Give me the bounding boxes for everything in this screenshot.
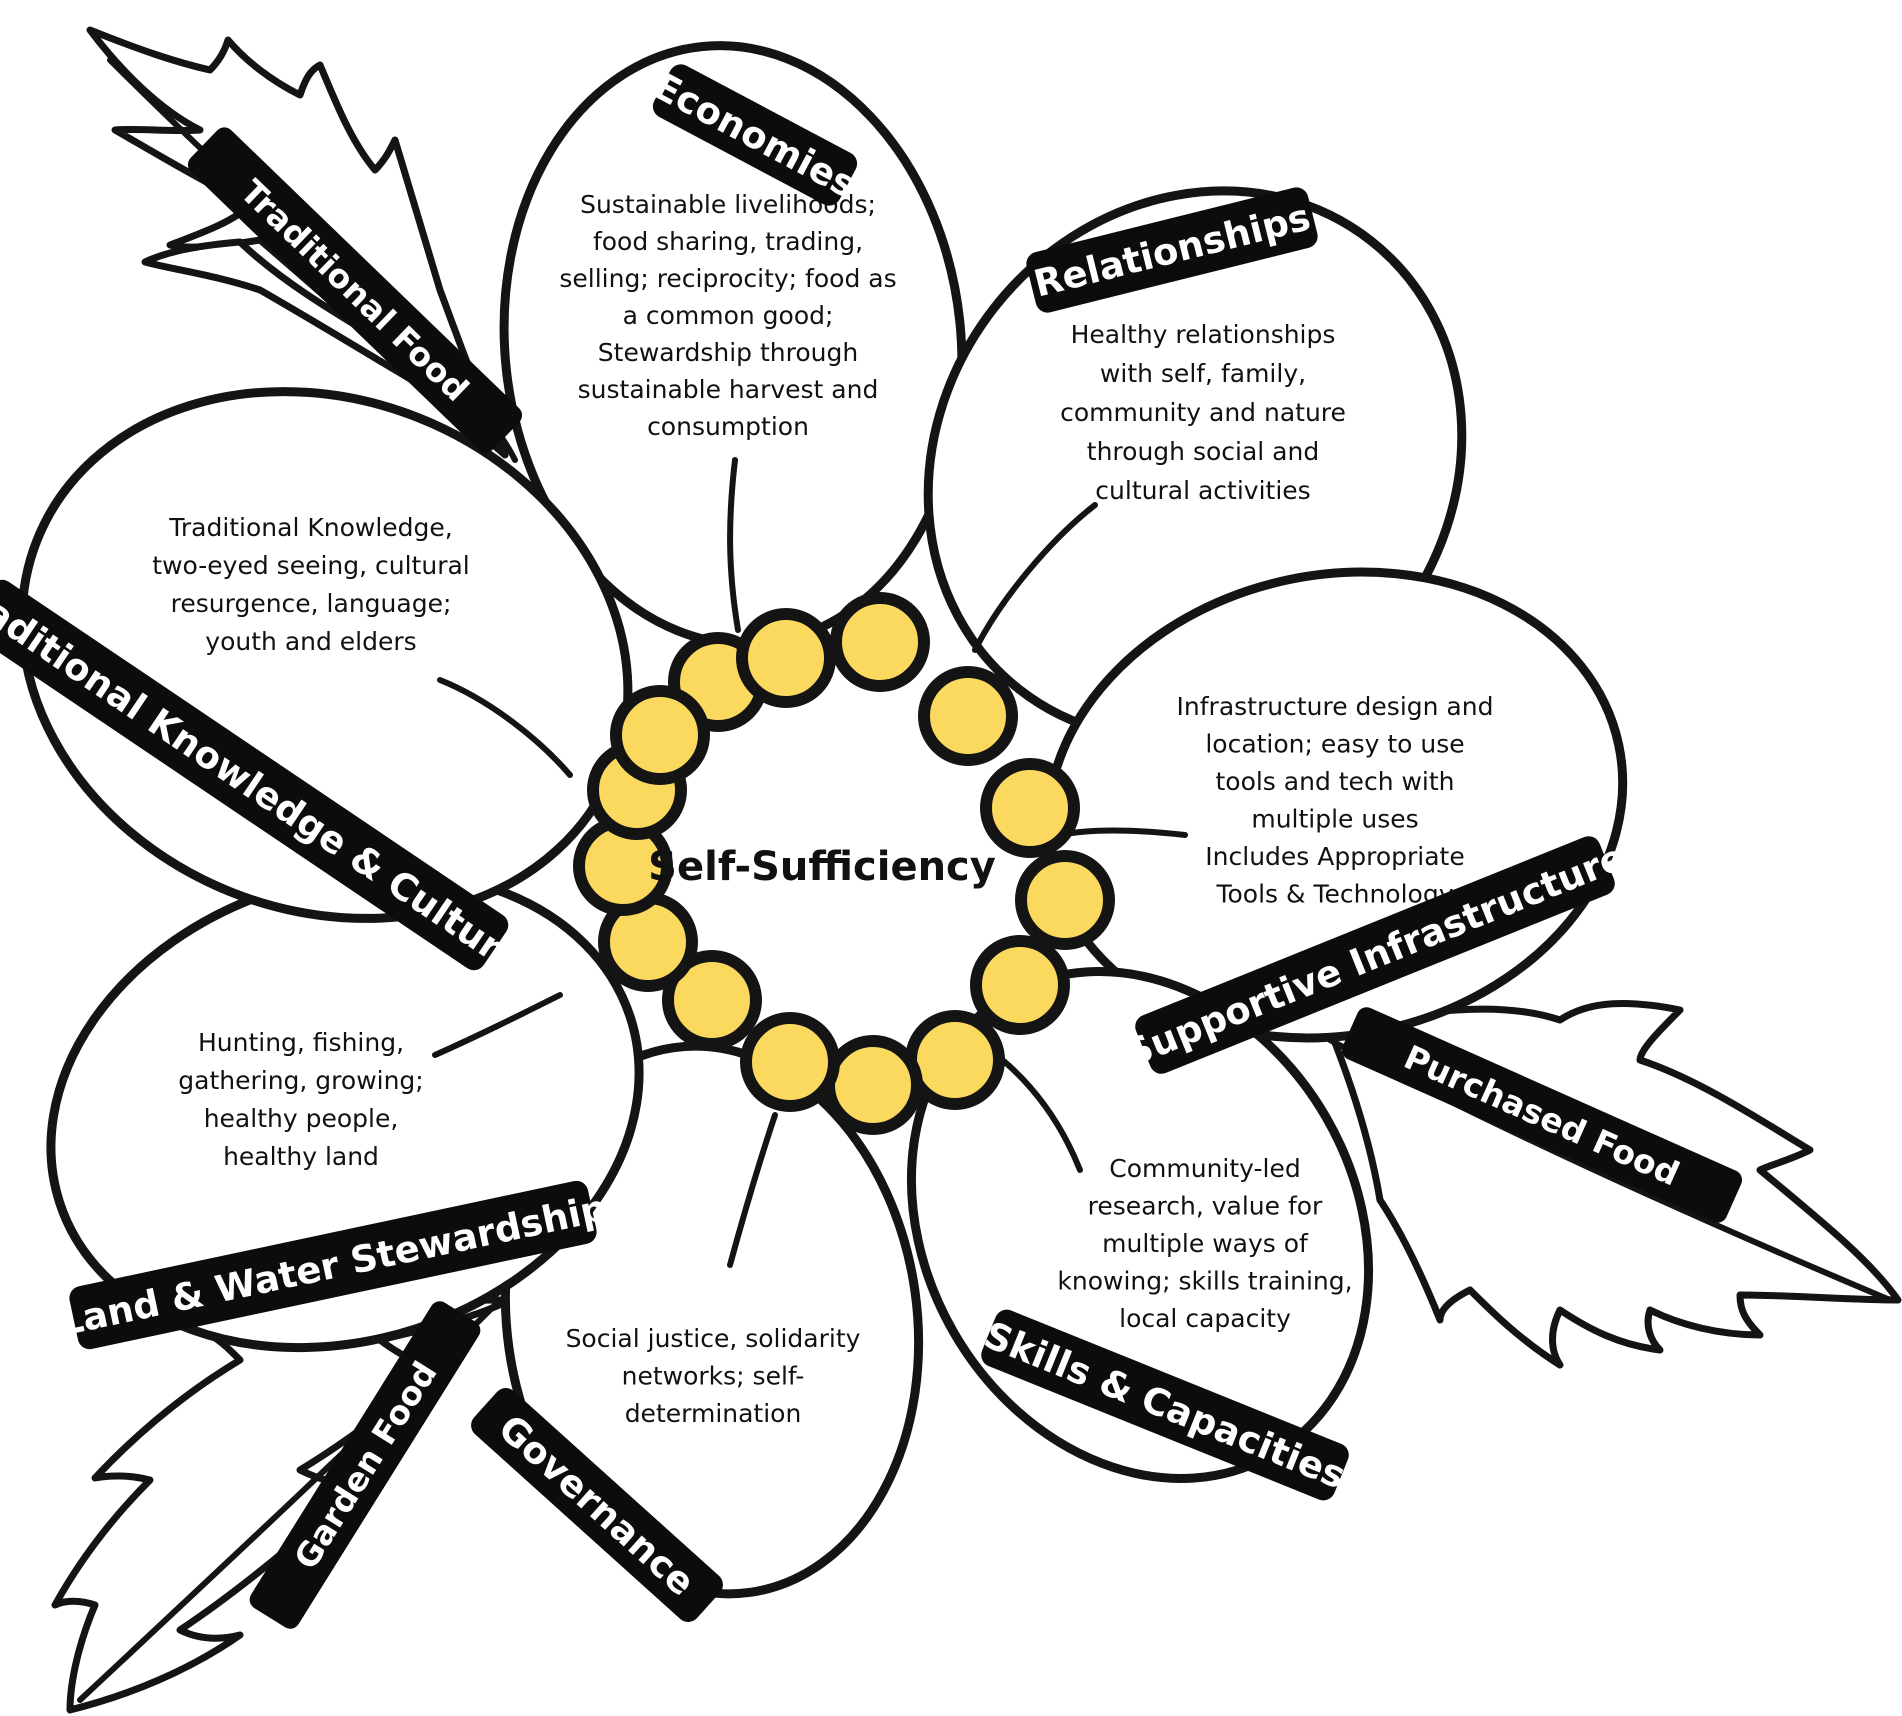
description-line: Social justice, solidarity: [566, 1324, 861, 1353]
description-line: with self, family,: [1100, 359, 1306, 388]
description-line: selling; reciprocity; food as: [559, 264, 896, 293]
pill-background: [69, 1180, 597, 1350]
yellow-bead: [1015, 850, 1115, 950]
pill-background: [0, 579, 509, 971]
description-line: Stewardship through: [598, 338, 858, 367]
pill-background: [1026, 187, 1318, 313]
description-line: cultural activities: [1095, 476, 1310, 505]
description-line: Tools & Technology: [1215, 880, 1453, 909]
description-line: knowing; skills training,: [1057, 1267, 1352, 1296]
description-line: multiple uses: [1251, 805, 1418, 834]
leaf-pill-background: [249, 1301, 481, 1629]
pill-background: [1135, 836, 1615, 1074]
petal-descriptions: Sustainable livelihoods;food sharing, tr…: [152, 190, 1493, 1428]
yellow-bead: [830, 592, 930, 692]
description-line: through social and: [1087, 437, 1319, 466]
description-line: community and nature: [1060, 398, 1346, 427]
yellow-bead: [980, 758, 1080, 858]
description-line: location; easy to use: [1205, 730, 1464, 759]
yellow-bead: [823, 1035, 923, 1135]
pill-background: [981, 1309, 1349, 1501]
petal-description: Infrastructure design and location; easy …: [1177, 692, 1494, 909]
leaf-pill-background: [187, 127, 523, 453]
strand-relationships: [972, 502, 1098, 653]
strand-economies: [727, 457, 741, 633]
petal-description: Social justice, solidarity networks; self…: [566, 1324, 861, 1428]
leaf-pill-background: [1341, 1007, 1743, 1223]
description-line: gathering, growing;: [178, 1066, 423, 1095]
strand-land-water: [432, 992, 563, 1058]
petal-description: Hunting, fishing, gathering, growing; heal…: [178, 1028, 423, 1171]
description-line: youth and elders: [205, 627, 416, 656]
description-line: networks; self-: [622, 1362, 805, 1391]
description-line: Community-led: [1109, 1154, 1300, 1183]
description-line: resurgence, language;: [171, 589, 452, 618]
description-line: Hunting, fishing,: [198, 1028, 404, 1057]
description-line: sustainable harvest and: [578, 375, 879, 404]
petal-description: Traditional Knowledge, two-eyed seeing, c…: [152, 513, 469, 656]
petal-description: Sustainable livelihoods;food sharing, tr…: [559, 190, 896, 441]
yellow-bead-ring: [573, 592, 1115, 1135]
pill-background: [471, 1388, 723, 1622]
yellow-bead: [662, 950, 762, 1050]
description-line: local capacity: [1119, 1304, 1291, 1333]
description-line: healthy land: [223, 1142, 379, 1171]
petal-description: Community-led research, value for multiple…: [1057, 1154, 1352, 1333]
description-line: food sharing, trading,: [593, 227, 863, 256]
description-line: Includes Appropriate: [1205, 842, 1464, 871]
yellow-bead: [736, 608, 836, 708]
description-line: multiple ways of: [1102, 1229, 1309, 1258]
yellow-bead: [970, 935, 1070, 1035]
petal-description: Healthy relationships with self, family, c…: [1060, 320, 1346, 505]
description-line: tools and tech with: [1215, 767, 1454, 796]
description-line: determination: [625, 1399, 802, 1428]
yellow-bead: [610, 685, 710, 785]
center-title: Self-Sufficiency: [648, 844, 996, 890]
yellow-bead: [905, 1010, 1005, 1110]
description-line: two-eyed seeing, cultural: [152, 551, 469, 580]
description-line: a common good;: [623, 301, 834, 330]
yellow-bead: [740, 1012, 840, 1112]
description-line: Traditional Knowledge,: [168, 513, 452, 542]
yellow-bead: [918, 666, 1018, 766]
description-line: Infrastructure design and: [1177, 692, 1494, 721]
strand-governance: [727, 1112, 778, 1268]
description-line: research, value for: [1088, 1192, 1323, 1221]
pill-background: [652, 64, 858, 206]
description-line: healthy people,: [204, 1104, 399, 1133]
strand-traditional-knowledge: [437, 677, 573, 778]
description-line: Healthy relationships: [1071, 320, 1336, 349]
description-line: consumption: [647, 412, 809, 441]
